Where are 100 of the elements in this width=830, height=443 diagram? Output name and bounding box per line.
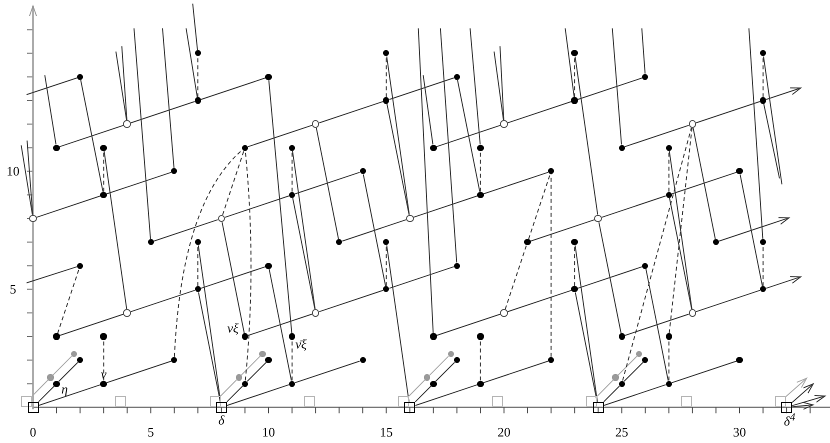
dot bbox=[477, 333, 484, 340]
square-marker bbox=[216, 402, 227, 413]
dashed-line bbox=[528, 174, 551, 240]
line bbox=[624, 362, 644, 382]
line bbox=[763, 103, 780, 179]
axis-tick-label: 5 bbox=[148, 426, 154, 438]
line bbox=[121, 46, 128, 121]
dot bbox=[430, 380, 437, 387]
dashed-line bbox=[668, 127, 692, 334]
math-label: ν bbox=[100, 367, 107, 380]
axis-tick-label: 15 bbox=[380, 426, 393, 438]
axis-tick-label: 10 bbox=[262, 426, 275, 438]
line bbox=[641, 28, 646, 74]
math-label: ν̄ξ bbox=[295, 337, 307, 350]
line bbox=[80, 80, 104, 192]
line bbox=[530, 219, 596, 242]
dot bbox=[383, 97, 390, 104]
dot bbox=[571, 286, 578, 292]
hollow-dot bbox=[688, 120, 696, 128]
faded-dot bbox=[236, 374, 242, 381]
dot bbox=[666, 144, 672, 151]
hollow-dot bbox=[406, 214, 414, 222]
line bbox=[692, 127, 716, 240]
line bbox=[429, 356, 449, 376]
line bbox=[436, 314, 501, 336]
line bbox=[603, 384, 666, 406]
line bbox=[248, 124, 312, 148]
dashed-line bbox=[222, 150, 244, 216]
axis-tick-label: 10 bbox=[6, 164, 20, 178]
hollow-dot bbox=[500, 120, 508, 128]
line bbox=[696, 101, 760, 124]
dot bbox=[100, 380, 107, 387]
hollow-dot bbox=[123, 120, 131, 128]
arrow bbox=[792, 402, 814, 410]
dashed-line bbox=[574, 56, 576, 98]
dot bbox=[618, 380, 625, 387]
dot bbox=[360, 356, 366, 364]
dot bbox=[430, 333, 437, 340]
line bbox=[200, 266, 266, 289]
dot bbox=[736, 168, 743, 174]
dot bbox=[53, 333, 60, 340]
line bbox=[763, 56, 782, 185]
line bbox=[386, 244, 410, 402]
line bbox=[38, 386, 55, 402]
dot bbox=[548, 168, 554, 174]
faded-square-marker bbox=[492, 396, 504, 408]
dot bbox=[265, 262, 272, 269]
faded-square-marker bbox=[21, 396, 32, 408]
line bbox=[362, 174, 386, 287]
line bbox=[198, 244, 222, 402]
dot bbox=[288, 380, 296, 387]
line bbox=[668, 150, 692, 310]
line bbox=[418, 28, 434, 334]
dot bbox=[712, 238, 720, 246]
dot bbox=[760, 97, 766, 104]
dashed-line bbox=[504, 244, 527, 310]
line bbox=[414, 386, 432, 402]
line bbox=[115, 51, 128, 121]
hollow-dot bbox=[123, 309, 131, 317]
line bbox=[422, 74, 434, 145]
line bbox=[577, 266, 643, 289]
math-label: νξ bbox=[227, 321, 239, 334]
dot bbox=[265, 356, 272, 364]
line bbox=[224, 195, 290, 218]
line bbox=[748, 28, 764, 240]
line bbox=[130, 101, 196, 124]
dot bbox=[571, 50, 578, 56]
faded-dot bbox=[448, 350, 454, 358]
dashed-line bbox=[197, 56, 198, 98]
hollow-dot bbox=[312, 120, 320, 128]
dashed-line bbox=[762, 56, 764, 98]
line bbox=[574, 244, 598, 402]
axis-tick-label: 25 bbox=[615, 426, 628, 438]
dot bbox=[477, 192, 484, 198]
dashed-line bbox=[622, 127, 692, 382]
arrow bbox=[718, 217, 790, 242]
faded-dot bbox=[70, 350, 78, 358]
line bbox=[192, 3, 198, 51]
dot bbox=[336, 238, 342, 246]
dot bbox=[666, 380, 672, 387]
axis-tick-label: 20 bbox=[498, 426, 510, 438]
axis-tick-label: 0 bbox=[30, 426, 36, 438]
line bbox=[294, 360, 360, 384]
dashed-curve bbox=[244, 150, 252, 381]
dot bbox=[242, 144, 248, 151]
line bbox=[36, 195, 102, 218]
line bbox=[408, 379, 426, 397]
line bbox=[134, 28, 151, 240]
faded-dot bbox=[47, 374, 54, 381]
line bbox=[601, 195, 666, 218]
line bbox=[696, 290, 760, 312]
dashed-line bbox=[103, 150, 104, 192]
dot bbox=[76, 262, 84, 269]
line bbox=[624, 314, 690, 336]
dot bbox=[288, 192, 296, 198]
dot bbox=[548, 356, 554, 364]
line bbox=[574, 56, 598, 216]
line bbox=[564, 28, 575, 98]
arrow bbox=[792, 394, 826, 406]
dashed-line bbox=[574, 244, 576, 287]
